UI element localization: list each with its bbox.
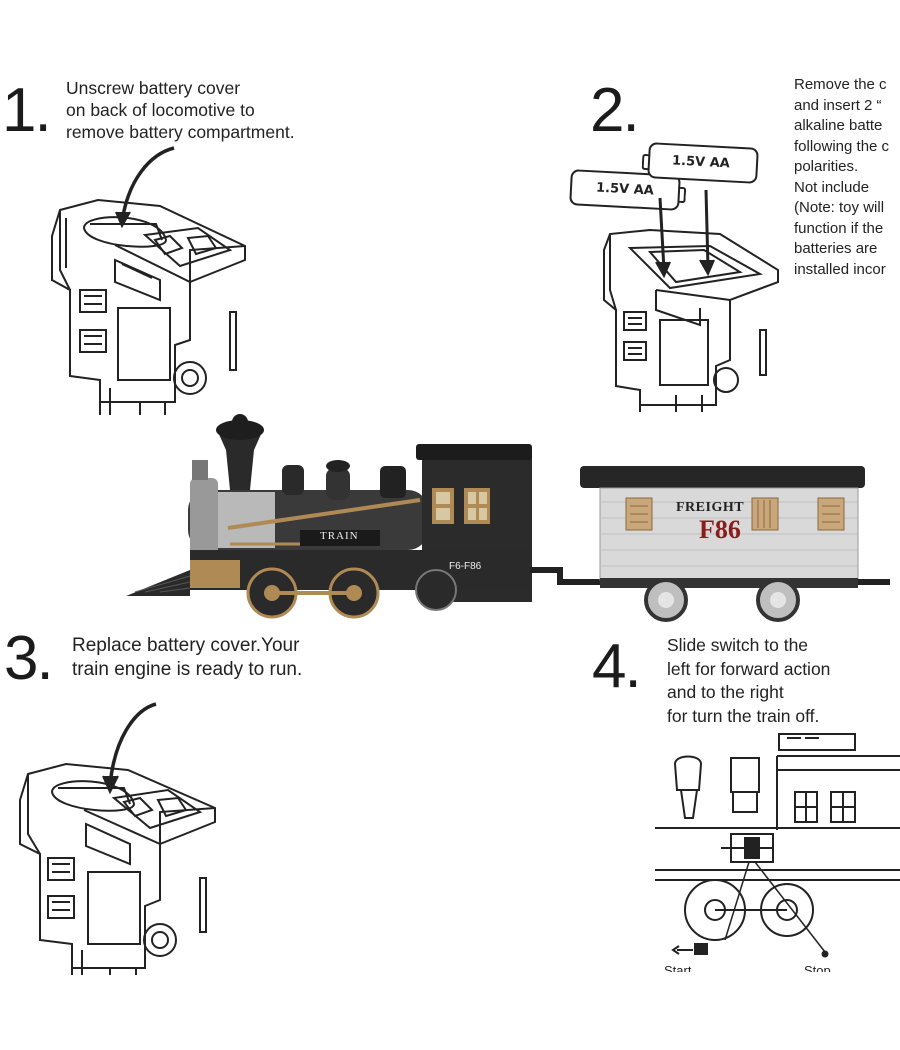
switch-stop-label: Stop xyxy=(804,963,831,972)
step-2-instructions: Remove the c and insert 2 “ alkaline bat… xyxy=(794,76,890,278)
step-3-instructions: Replace battery cover.Your train engine … xyxy=(72,635,303,680)
freight-car-roof xyxy=(580,466,865,488)
step-2-number: 2. xyxy=(590,76,640,145)
step-4-number: 4. xyxy=(592,632,642,701)
smokestack xyxy=(218,432,262,490)
freight-car-title: FREIGHT xyxy=(676,500,745,515)
step-3-engine-cab-illustration xyxy=(19,702,216,975)
step-1-engine-cab-illustration xyxy=(51,146,246,415)
battery-2: 1.5V AA xyxy=(641,142,759,184)
battery-2-label: 1.5V AA xyxy=(671,153,731,172)
step-1-number: 1. xyxy=(2,76,52,145)
freight-car-wheels xyxy=(644,578,800,622)
step-3-number: 3. xyxy=(4,624,54,693)
step-4-switch-illustration xyxy=(655,733,900,958)
train-illustration xyxy=(126,414,890,622)
train-name-plate-bg xyxy=(300,530,380,546)
step-4-instructions: Slide switch to the left for forward act… xyxy=(667,635,831,726)
train-name-plate: TRAIN xyxy=(320,530,359,542)
train-number-plate: F6-F86 xyxy=(449,561,482,572)
switch-start-label: Start xyxy=(664,963,692,972)
step-1-instructions: Unscrew battery cover on back of locomot… xyxy=(66,78,295,142)
step-2-engine-cab-illustration xyxy=(603,189,779,412)
loco-wheels xyxy=(246,567,457,619)
freight-car-number: F86 xyxy=(699,515,741,544)
